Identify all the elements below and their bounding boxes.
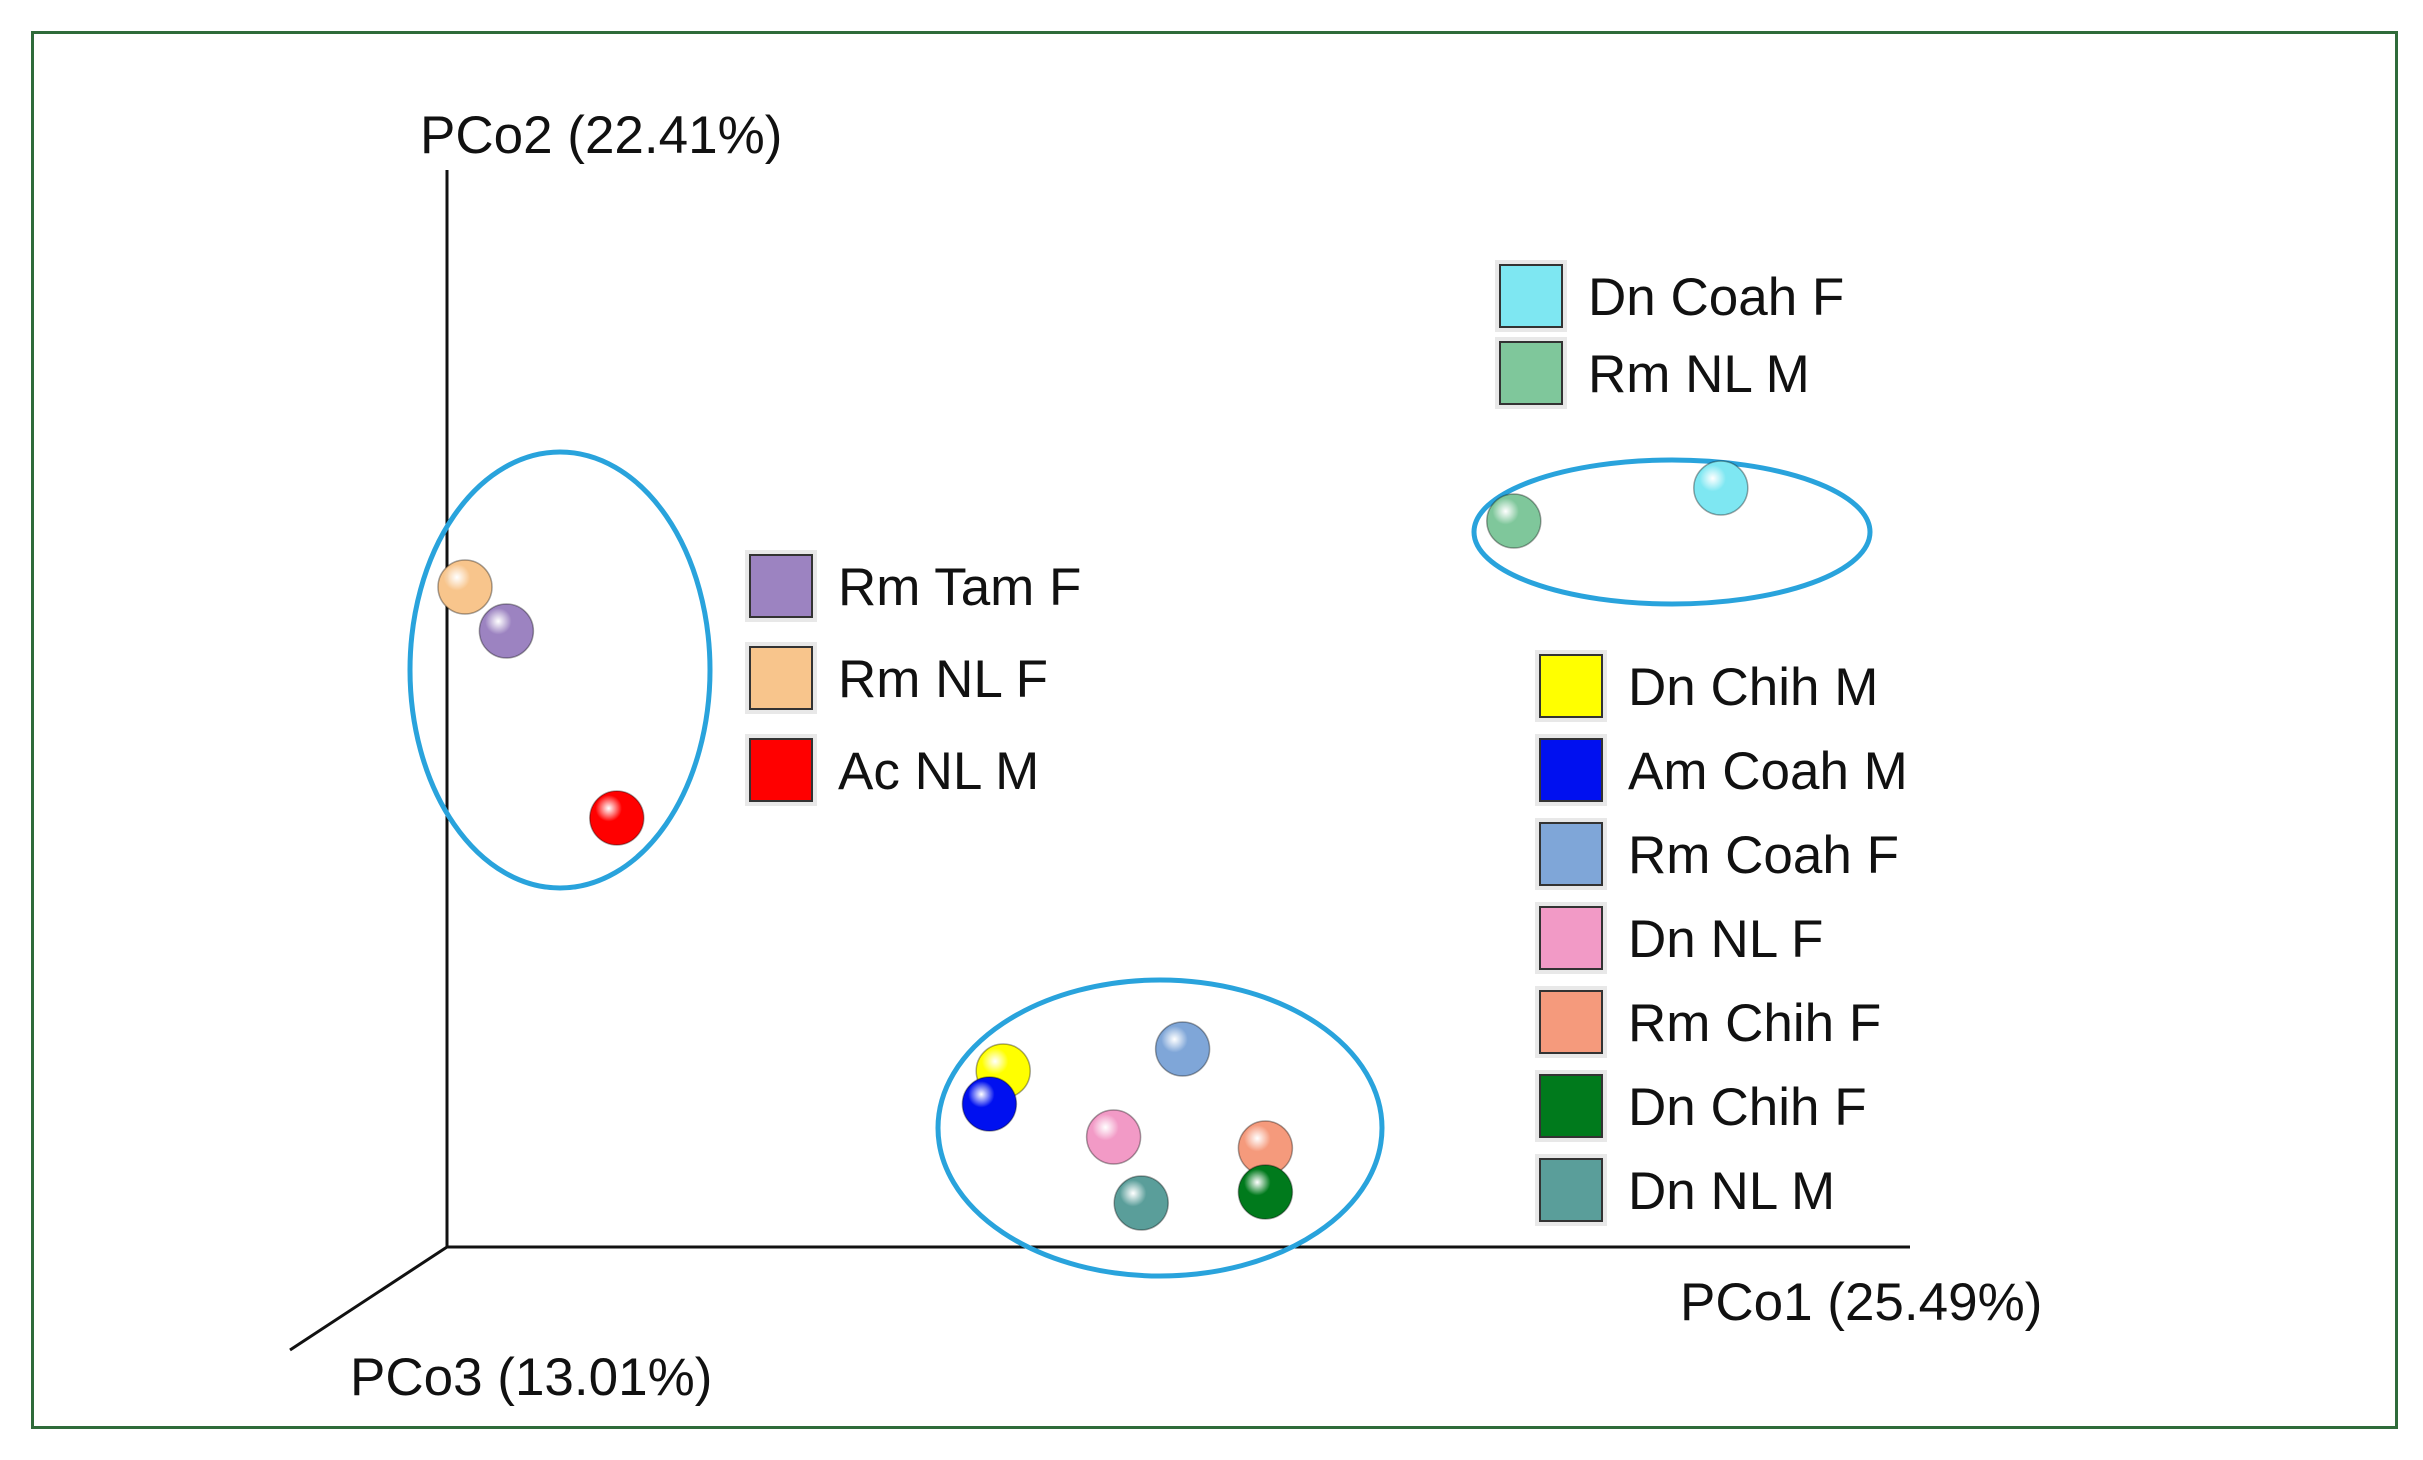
legend: Dn Coah F Rm NL M Rm Tam F Rm NL F Ac NL M Dn… <box>745 260 1908 1226</box>
chart-frame <box>31 31 2398 1429</box>
point-am-coah-m <box>961 1076 1018 1132</box>
legend-swatch-dn-nl-f <box>1539 906 1603 970</box>
legend-label-dn-coah-f: Dn Coah F <box>1588 268 1844 327</box>
legend-label-dn-chih-f: Dn Chih F <box>1628 1078 1867 1137</box>
cluster-ellipse-bottom <box>935 977 1385 1279</box>
pco3-axis <box>289 1245 448 1352</box>
point-dn-chih-f <box>1237 1164 1294 1220</box>
legend-label-am-coah-m: Am Coah M <box>1628 742 1908 801</box>
legend-swatch-rm-tam-f <box>749 554 813 618</box>
legend-swatch-dn-chih-m <box>1539 654 1603 718</box>
legend-label-rm-nl-m: Rm NL M <box>1588 345 1810 404</box>
legend-label-rm-chih-f: Rm Chih F <box>1628 994 1881 1053</box>
legend-swatch-rm-nl-m <box>1499 341 1563 405</box>
legend-label-rm-coah-f: Rm Coah F <box>1628 826 1899 885</box>
legend-label-ac-nl-m: Ac NL M <box>838 742 1039 801</box>
cluster-ellipse-left <box>407 449 713 891</box>
cluster-ellipse-top-right <box>1471 457 1873 607</box>
point-rm-nl-m <box>1486 493 1542 549</box>
legend-label-rm-nl-f: Rm NL F <box>838 650 1048 709</box>
point-ac-nl-m <box>589 790 645 846</box>
pco3-axis-label: PCo3 (13.01%) <box>350 1348 712 1407</box>
legend-label-dn-chih-m: Dn Chih M <box>1628 658 1878 717</box>
point-dn-nl-f <box>1085 1109 1142 1165</box>
legend-swatch-dn-chih-f <box>1539 1074 1603 1138</box>
legend-swatch-dn-coah-f <box>1499 264 1563 328</box>
legend-swatch-rm-coah-f <box>1539 822 1603 886</box>
legend-label-rm-tam-f: Rm Tam F <box>838 558 1081 617</box>
legend-swatch-am-coah-m <box>1539 738 1603 802</box>
point-dn-coah-f <box>1693 460 1749 516</box>
legend-label-dn-nl-f: Dn NL F <box>1628 910 1823 969</box>
pco2-axis-label: PCo2 (22.41%) <box>420 106 782 165</box>
data-points <box>437 460 1749 1231</box>
point-rm-tam-f <box>478 603 535 659</box>
legend-label-dn-nl-m: Dn NL M <box>1628 1162 1835 1221</box>
point-rm-nl-f <box>437 559 493 615</box>
legend-swatch-rm-chih-f <box>1539 990 1603 1054</box>
legend-swatch-rm-nl-f <box>749 646 813 710</box>
legend-swatch-dn-nl-m <box>1539 1158 1603 1222</box>
legend-swatch-ac-nl-m <box>749 738 813 802</box>
pco1-axis-label: PCo1 (25.49%) <box>1680 1273 2042 1332</box>
point-rm-coah-f <box>1154 1021 1211 1077</box>
point-dn-nl-m <box>1113 1175 1169 1231</box>
